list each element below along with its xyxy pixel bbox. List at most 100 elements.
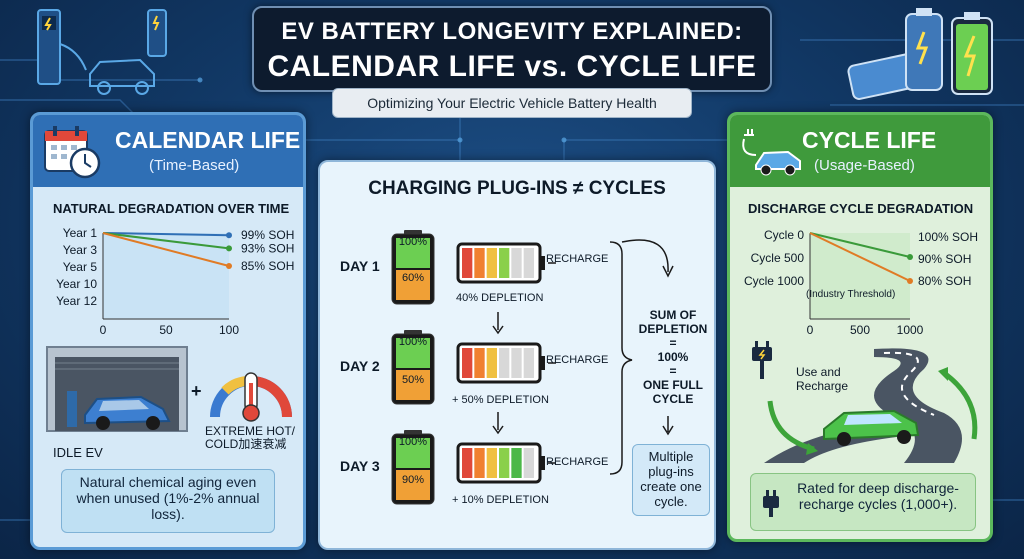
day-2-recharge-label: RECHARGE: [546, 354, 609, 366]
calendar-life-panel: CALENDAR LIFE (Time-Based) NATURAL DEGRA…: [30, 112, 306, 550]
title-line-1: EV BATTERY LONGEVITY EXPLAINED:: [281, 18, 743, 45]
day-2-top-pct: 100%: [398, 336, 428, 348]
calendar-clock-icon: [44, 126, 101, 179]
gauge-segment: [499, 348, 510, 378]
x-tick-label: 50: [159, 323, 173, 337]
down-arrow-head: [492, 325, 504, 335]
calendar-degradation-chart: Year 1 Year 3 Year 5 Year 10 Year 12 0 50 100 99…: [56, 226, 294, 337]
series-line: [102, 232, 230, 237]
gauge-battery-terminal: [540, 456, 545, 470]
series-label: 85% SOH: [241, 259, 294, 273]
gauge-battery-terminal: [540, 356, 545, 370]
series-end-point: [226, 232, 232, 239]
day-3-depletion: + 10% DEPLETION: [452, 494, 549, 506]
extreme-temp-label: EXTREME HOT/ COLD加速衰减: [205, 424, 296, 451]
sum-line-3: =: [669, 336, 677, 350]
gauge-segment: [523, 348, 534, 378]
x-tick-label: 500: [850, 323, 870, 337]
y-tick-label: Cycle 1000: [744, 274, 804, 288]
series-line: [102, 232, 230, 250]
subtitle: Optimizing Your Electric Vehicle Battery…: [332, 88, 692, 118]
plug-icon: [763, 490, 779, 517]
garage-ev-illustration: [46, 346, 188, 432]
sum-line-6: ONE FULL: [643, 378, 703, 392]
gauge-segment: [462, 448, 473, 478]
down-arrow-head: [492, 425, 504, 435]
y-tick-label: Cycle 500: [751, 251, 805, 265]
sum-line-5: =: [669, 364, 677, 378]
series-line: [809, 232, 911, 258]
y-tick-label: Year 10: [56, 277, 97, 291]
x-tick-label: 0: [100, 323, 107, 337]
x-tick-label: 1000: [897, 323, 924, 337]
battery-bottom-fill: [396, 470, 430, 500]
sum-line-1: SUM OF: [649, 308, 697, 322]
series-end-point: [226, 263, 232, 269]
calendar-life-title: CALENDAR LIFE: [115, 127, 301, 153]
calendar-life-header: CALENDAR LIFE (Time-Based): [33, 115, 303, 187]
gauge-segment: [486, 448, 497, 478]
gauge-segment: [523, 248, 534, 278]
gauge-segment: [474, 348, 485, 378]
chart-annotation: 80% SOH: [918, 274, 971, 288]
battery-bottom-fill: [396, 370, 430, 400]
charging-station-illustration: [37, 9, 167, 95]
sum-brace: [609, 241, 633, 475]
y-tick-label: Year 1: [63, 226, 98, 240]
sum-arrow-head: [662, 265, 674, 278]
series-line: [809, 232, 911, 282]
gauge-segment: [523, 448, 534, 478]
gauge-segment: [486, 348, 497, 378]
chart-plot-area: [810, 233, 910, 319]
series-label: 99% SOH: [241, 228, 294, 242]
y-tick-label: Year 5: [63, 260, 98, 274]
cycle-note-text: Rated for deep discharge-recharge cycles…: [797, 480, 959, 512]
day-3-label: DAY 3: [340, 458, 380, 474]
idle-ev-label: IDLE EV: [53, 445, 103, 460]
x-tick-label: 0: [807, 323, 814, 337]
gauge-segment: [511, 448, 522, 478]
gauge-segment: [511, 248, 522, 278]
chart-plot-area: [103, 233, 229, 319]
cycle-life-title: CYCLE LIFE: [802, 127, 937, 153]
sum-line-4: 100%: [657, 350, 689, 364]
car-plug-icon: [742, 129, 801, 176]
day-3-top-pct: 100%: [398, 436, 428, 448]
gauge-segment: [462, 348, 473, 378]
sum-line-2: DEPLETION: [638, 322, 708, 336]
sum-line-7: CYCLE: [652, 392, 694, 406]
chart-annotation: 100% SOH: [918, 230, 978, 244]
plus-sign: +: [191, 381, 202, 401]
cycle-life-subtitle: (Usage-Based): [814, 157, 915, 174]
multiple-plugins-note: Multiple plug-ins create one cycle.: [632, 444, 710, 516]
y-tick-label: Year 3: [63, 243, 98, 257]
calendar-note: Natural chemical aging even when unused …: [61, 469, 275, 533]
day-2-depletion: + 50% DEPLETION: [452, 394, 549, 406]
chart-annotation: (Industry Threshold): [806, 289, 895, 300]
cycle-note: Rated for deep discharge-recharge cycles…: [750, 473, 976, 531]
series-end-point: [226, 245, 232, 252]
charging-days-diagram: [391, 230, 674, 505]
gauge-segment: [499, 248, 510, 278]
cycle-chart-title: DISCHARGE CYCLE DEGRADATION: [748, 201, 974, 216]
day-1-recharge-label: RECHARGE: [546, 253, 609, 265]
series-line: [102, 232, 230, 267]
gauge-segment: [474, 248, 485, 278]
chart-annotation: 90% SOH: [918, 252, 971, 266]
day-1-top-pct: 100%: [398, 236, 428, 248]
battery-top-fill: [396, 338, 430, 368]
battery-top-fill: [396, 238, 430, 268]
cycle-life-header: CYCLE LIFE (Usage-Based): [730, 115, 990, 187]
thermometer-gauge-icon: [210, 372, 292, 422]
sum-of-depletion-text: SUM OF DEPLETION = 100% = ONE FULL CYCLE: [638, 308, 708, 406]
road-ev-illustration: [752, 341, 978, 463]
day-1-depletion: 40% DEPLETION: [456, 292, 544, 304]
sum-arrow: [621, 239, 669, 273]
y-tick-label: Year 12: [56, 294, 97, 308]
day-1-bottom-pct: 60%: [401, 272, 425, 284]
gauge-segment: [462, 248, 473, 278]
down-arrow-to-note: [662, 416, 674, 436]
cycle-life-panel: CYCLE LIFE (Usage-Based) DISCHARGE CYCLE…: [727, 112, 993, 542]
gauge-segment: [486, 248, 497, 278]
x-tick-label: 100: [219, 323, 239, 337]
